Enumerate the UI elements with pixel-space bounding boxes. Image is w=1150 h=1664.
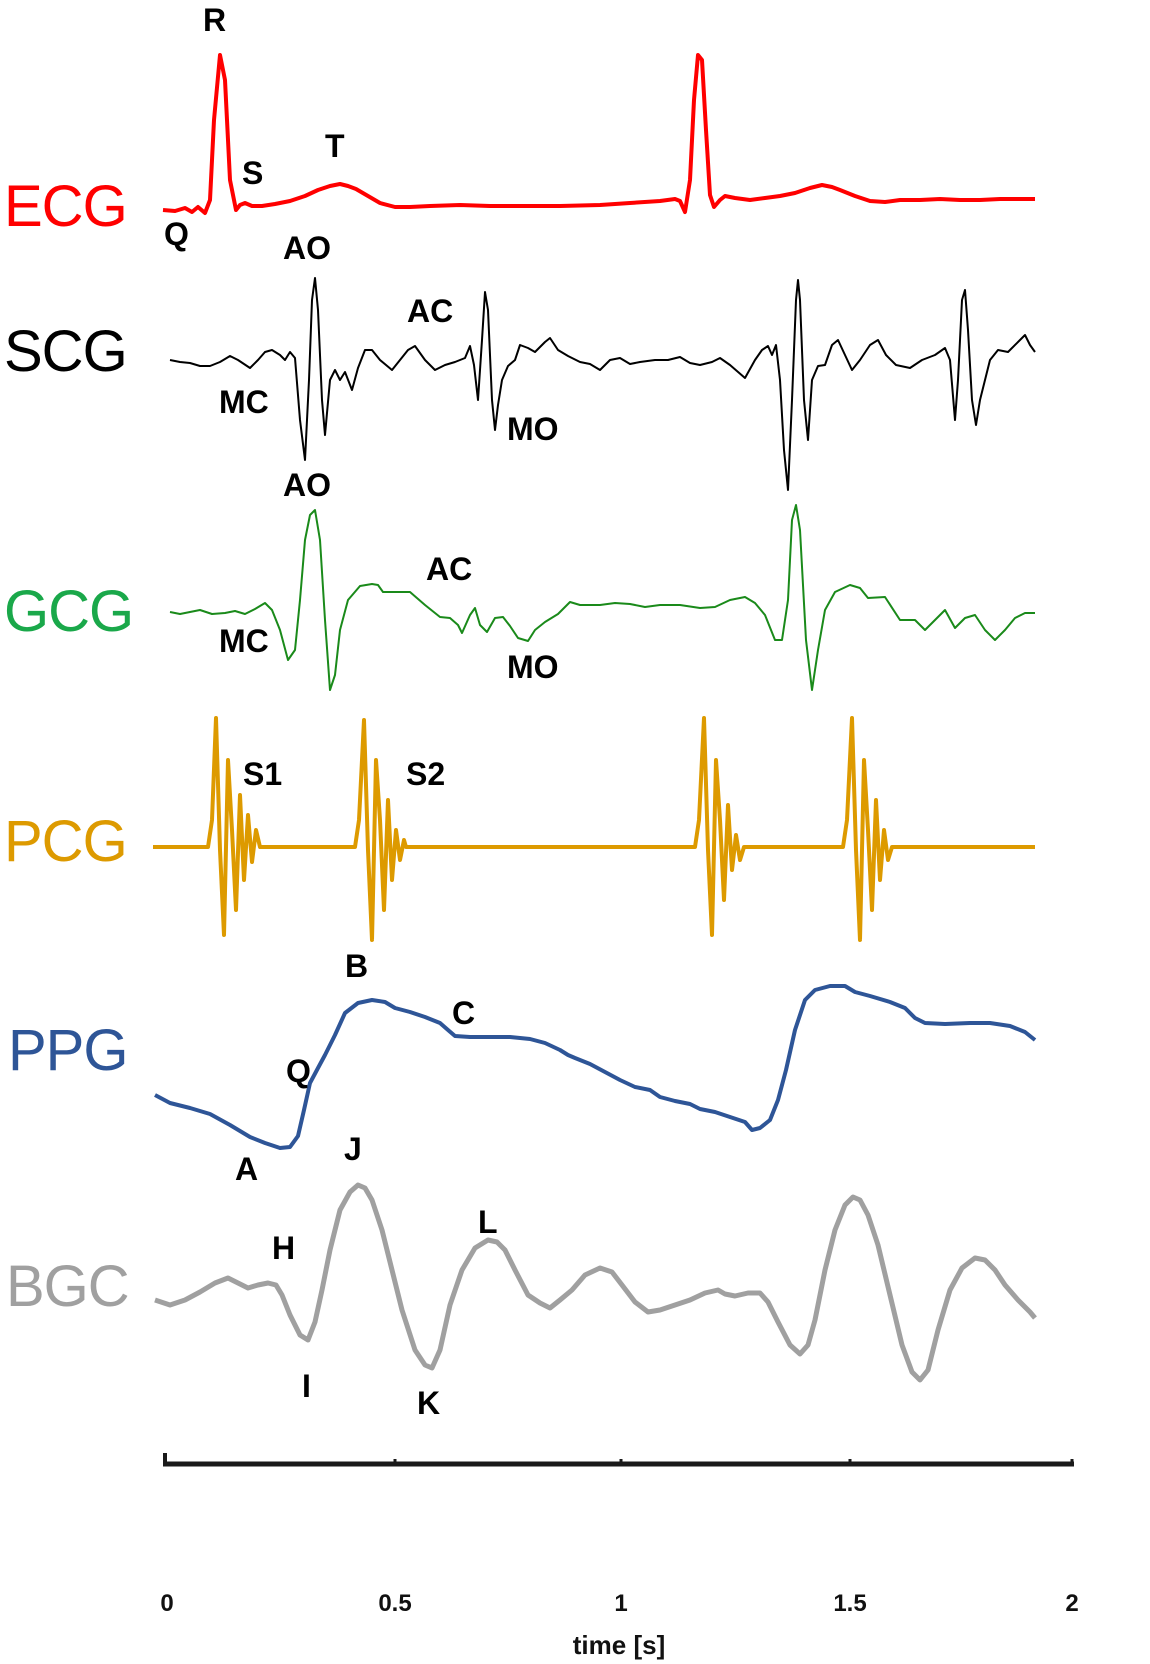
ppg-q-label: Q (286, 1053, 311, 1089)
ppg-b-label: B (345, 948, 369, 984)
x-tick-1-5: 1.5 (833, 1590, 867, 1617)
gcg-ac-label: AC (426, 551, 473, 587)
bgc-k-label: K (417, 1385, 441, 1421)
bgc-h-label: H (272, 1230, 296, 1266)
pcg-trace (153, 716, 1035, 942)
bgc-i-label: I (302, 1368, 311, 1404)
pcg-s2-label: S2 (406, 756, 446, 792)
scg-mo-label: MO (507, 411, 559, 447)
bgc-trace (154, 1182, 1037, 1383)
x-axis (163, 1453, 1074, 1467)
gcg-label: GCG (4, 579, 134, 644)
ecg-t-label: T (325, 128, 345, 164)
scg-trace (169, 277, 1036, 491)
bgc-label: BGC (6, 1254, 130, 1319)
scg-mc-label: MC (219, 384, 269, 420)
pcg-label: PCG (4, 809, 128, 874)
gcg-ao-label: AO (283, 467, 331, 503)
gcg-mo-label: MO (507, 649, 559, 685)
pcg-s1-label: S1 (243, 756, 283, 792)
x-tick-1: 1 (614, 1590, 628, 1617)
ppg-trace (154, 984, 1037, 1150)
gcg-trace (169, 504, 1035, 691)
ppg-c-label: C (452, 995, 476, 1031)
ppg-label: PPG (8, 1018, 128, 1083)
scg-label: SCG (4, 319, 128, 384)
scg-ac-label: AC (407, 293, 454, 329)
scg-ao-label: AO (283, 230, 331, 266)
bgc-l-label: L (478, 1204, 498, 1240)
ecg-s-label: S (242, 155, 264, 191)
bgc-j-label: J (344, 1131, 362, 1167)
x-axis-title: time [s] (572, 1630, 666, 1660)
x-tick-0-5: 0.5 (378, 1590, 412, 1617)
ppg-a-label: A (235, 1151, 259, 1187)
ecg-r-label: R (203, 2, 227, 38)
x-tick-0: 0 (160, 1590, 174, 1617)
ecg-q-label: Q (164, 216, 189, 252)
gcg-mc-label: MC (219, 623, 269, 659)
ecg-label: ECG (4, 174, 128, 239)
ecg-trace (162, 53, 1035, 215)
x-tick-2: 2 (1065, 1590, 1079, 1617)
